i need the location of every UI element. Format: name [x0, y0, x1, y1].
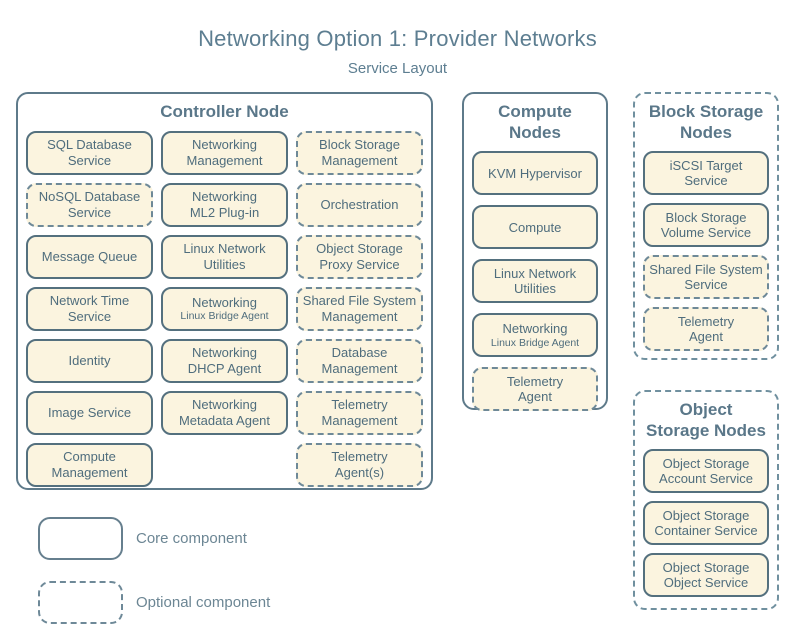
service-chip-networking-linux-bridge-agent-compute: Networking Linux Bridge Agent — [472, 313, 598, 358]
service-chip-telemetry-agents: Telemetry Agent(s) — [296, 442, 423, 487]
object-storage-nodes-title: Object Storage Nodes — [646, 400, 766, 440]
service-chip-object-storage-proxy-service: Object Storage Proxy Service — [296, 234, 423, 279]
service-chip-networking-ml2-plug-in: Networking ML2 Plug-in — [161, 182, 288, 227]
object-storage-nodes-panel: Object Storage Nodes Object Storage Acco… — [633, 390, 779, 610]
service-chip-nosql-database-service: NoSQL Database Service — [26, 182, 153, 227]
service-chip-orchestration: Orchestration — [296, 182, 423, 227]
service-chip-compute-management: Compute Management — [26, 442, 153, 487]
service-chip-networking-dhcp-agent: Networking DHCP Agent — [161, 338, 288, 383]
service-chip-message-queue: Message Queue — [26, 234, 153, 279]
legend-core-row: Core component — [38, 517, 247, 560]
service-chip-compute: Compute — [472, 205, 598, 250]
object-storage-services-grid: Object Storage Account Service Object St… — [643, 449, 769, 598]
diagram-title: Networking Option 1: Provider Networks — [198, 26, 597, 51]
service-chip-iscsi-target-service: iSCSI Target Service — [643, 151, 769, 196]
service-chip-database-management: Database Management — [296, 338, 423, 383]
block-storage-nodes-title: Block Storage Nodes — [648, 102, 764, 142]
diagram-subtitle: Service Layout — [347, 60, 448, 77]
compute-nodes-title: Compute Nodes — [498, 102, 572, 142]
service-chip-networking-metadata-agent: Networking Metadata Agent — [161, 390, 288, 435]
service-chip-shared-file-system-service: Shared File System Service — [643, 255, 769, 300]
service-chip-object-storage-object-service: Object Storage Object Service — [643, 553, 769, 598]
service-chip-object-storage-container-service: Object Storage Container Service — [643, 501, 769, 546]
legend-core-label: Core component — [136, 530, 247, 547]
controller-node-title: Controller Node — [160, 102, 289, 121]
controller-node-panel: Controller Node SQL Database Service Net… — [16, 92, 433, 490]
legend-core-swatch — [38, 517, 123, 560]
service-chip-telemetry-agent-compute: Telemetry Agent — [472, 367, 598, 412]
block-storage-nodes-panel: Block Storage Nodes iSCSI Target Service… — [633, 92, 779, 360]
controller-services-grid: SQL Database Service Networking Manageme… — [26, 130, 423, 487]
service-chip-shared-file-system-management: Shared File System Management — [296, 286, 423, 331]
service-chip-identity: Identity — [26, 338, 153, 383]
service-chip-telemetry-management: Telemetry Management — [296, 390, 423, 435]
service-chip-networking-management: Networking Management — [161, 130, 288, 175]
service-chip-image-service: Image Service — [26, 390, 153, 435]
service-chip-linux-network-utilities: Linux Network Utilities — [161, 234, 288, 279]
service-chip-object-storage-account-service: Object Storage Account Service — [643, 449, 769, 494]
service-chip-networking-linux-bridge-agent: Networking Linux Bridge Agent — [161, 286, 288, 331]
service-chip-sql-database-service: SQL Database Service — [26, 130, 153, 175]
service-chip-kvm-hypervisor: KVM Hypervisor — [472, 151, 598, 196]
service-chip-block-storage-management: Block Storage Management — [296, 130, 423, 175]
service-chip-block-storage-volume-service: Block Storage Volume Service — [643, 203, 769, 248]
legend-optional-swatch — [38, 581, 123, 624]
block-storage-services-grid: iSCSI Target Service Block Storage Volum… — [643, 151, 769, 352]
compute-services-grid: KVM Hypervisor Compute Linux Network Uti… — [472, 151, 598, 412]
legend-optional-label: Optional component — [136, 594, 271, 611]
service-chip-telemetry-agent-block: Telemetry Agent — [643, 307, 769, 352]
compute-nodes-panel: Compute Nodes KVM Hypervisor Compute Lin… — [462, 92, 608, 412]
legend-optional-row: Optional component — [38, 581, 270, 624]
service-chip-linux-network-utilities-compute: Linux Network Utilities — [472, 259, 598, 304]
service-chip-network-time-service: Network Time Service — [26, 286, 153, 331]
